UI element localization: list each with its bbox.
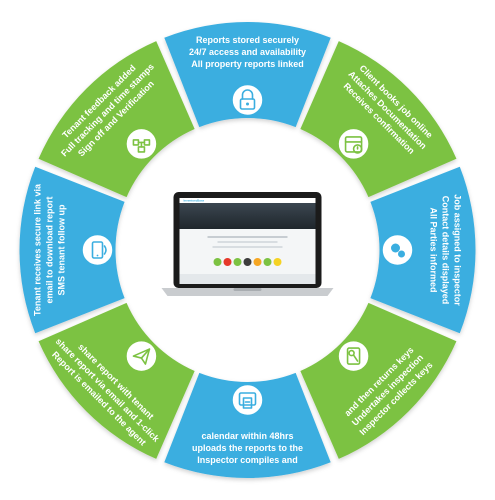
laptop-base <box>161 288 334 296</box>
segment-text-line: SMS tenant follow up <box>57 204 67 295</box>
segment-text-line: Inspector compiles and <box>197 455 298 465</box>
segment-text-line: Contact details displayed <box>441 196 451 305</box>
segment-shape <box>370 166 476 334</box>
segment-text-line: Reports stored securely <box>196 35 299 45</box>
screen-feature-icons <box>213 258 282 266</box>
mobile-icon <box>80 232 115 268</box>
segment-shape <box>19 166 125 334</box>
screen-content-line <box>212 246 283 248</box>
screen-logo-text: InventoryBase <box>184 199 205 203</box>
upload-icon <box>230 382 265 418</box>
screen-nav-bar <box>179 198 316 203</box>
laptop-illustration: InventoryBase <box>161 192 334 296</box>
segment-text-line: Tenant receives secure link via <box>33 183 43 316</box>
segment-text-block: Inspector compiles and uploads the report… <box>192 431 303 465</box>
segment-text-block: Reports stored securely 24/7 access and a… <box>189 35 306 69</box>
icons-layer <box>80 82 415 418</box>
segment-text-line: uploads the reports to the <box>192 443 303 453</box>
segment-shape <box>300 41 457 198</box>
laptop-hinge-notch <box>233 288 262 291</box>
screen-feature-dot <box>273 258 282 266</box>
keys-icon <box>336 338 371 374</box>
screen-content-line <box>217 241 278 243</box>
segment-text-line: Job assigned to inspector <box>453 194 463 306</box>
process-segment: Inspector compiles and uploads the report… <box>164 372 331 478</box>
screen-feature-dot <box>243 258 252 266</box>
segment-shape <box>38 41 195 198</box>
screen-footer <box>179 274 316 284</box>
screen-feature-dot <box>263 258 272 266</box>
screen-feature-dot <box>213 258 222 266</box>
screen-feature-dot <box>253 258 262 266</box>
lock-icon <box>230 82 265 118</box>
signoff-icon <box>124 126 159 162</box>
segment-text-line: All property reports linked <box>191 59 304 69</box>
segment-text-line: All Parties informed <box>429 207 439 292</box>
segment-text-line: calendar within 48hrs <box>201 431 293 441</box>
segments-layer: Reports stored securely 24/7 access and a… <box>19 21 476 478</box>
process-segment: Reports stored securely 24/7 access and a… <box>164 21 331 128</box>
segment-shape <box>164 21 331 128</box>
users-icon <box>380 232 415 268</box>
screen-content-line <box>207 236 288 238</box>
screen-hero-banner <box>179 203 316 229</box>
email-icon <box>124 338 159 374</box>
calendar-icon <box>336 126 371 162</box>
segment-shape <box>38 302 195 459</box>
segment-text-line: email to download report <box>45 196 55 303</box>
segment-shape <box>300 302 457 459</box>
screen-feature-dot <box>233 258 242 266</box>
segment-text-line: 24/7 access and availability <box>189 47 306 57</box>
segment-shape <box>164 372 331 478</box>
screen-feature-dot <box>223 258 232 266</box>
